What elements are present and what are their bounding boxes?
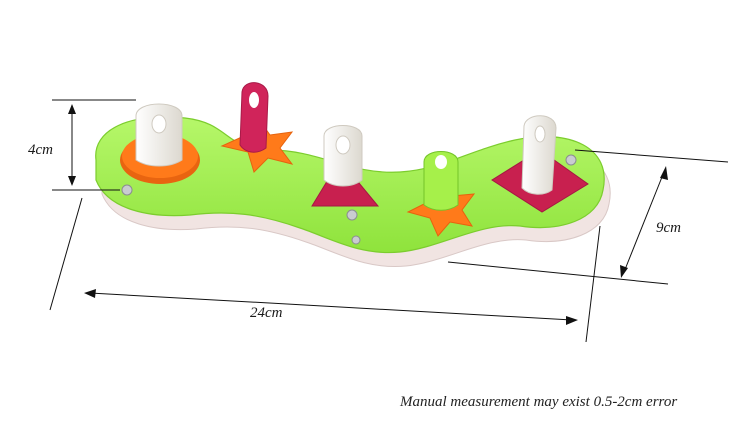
screw <box>121 184 133 196</box>
depth-dimension <box>447 149 729 285</box>
width-dimension <box>49 197 601 343</box>
height-dimension <box>52 99 136 191</box>
white-peg-2 <box>323 125 363 187</box>
white-peg-1 <box>135 103 183 167</box>
screw <box>351 235 361 245</box>
measurement-note: Manual measurement may exist 0.5-2cm err… <box>400 394 678 410</box>
green-peg <box>423 151 459 211</box>
height-label: 4cm <box>28 142 53 158</box>
white-peg-3 <box>521 115 557 195</box>
width-label: 24cm <box>250 305 283 321</box>
magenta-peg <box>239 82 269 153</box>
screws <box>121 154 577 245</box>
screw <box>565 154 577 166</box>
depth-label: 9cm <box>656 220 681 236</box>
screw <box>346 209 358 221</box>
